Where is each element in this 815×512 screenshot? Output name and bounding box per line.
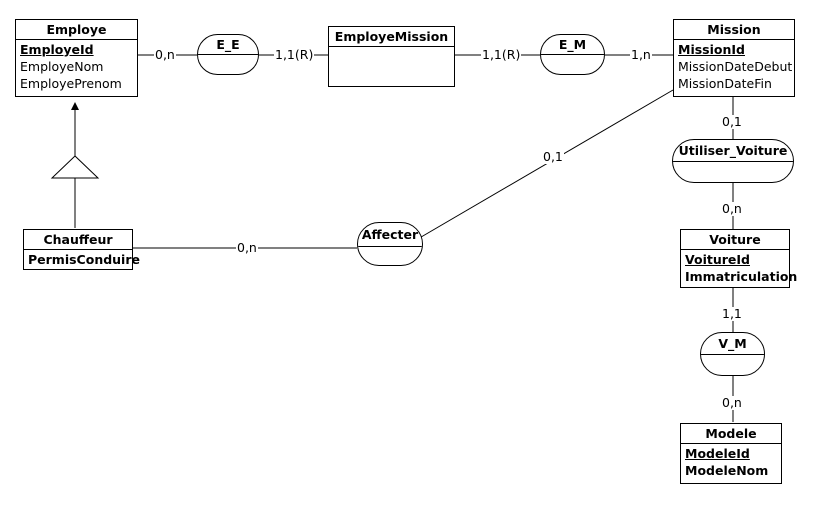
attr-employeid: EmployeId — [20, 42, 94, 57]
card-chauffeur-affecter: 0,n — [236, 240, 258, 255]
attr-missionid: MissionId — [678, 42, 745, 57]
card-v-m-modele: 0,n — [721, 395, 743, 410]
card-mission-affecter: 0,1 — [542, 149, 564, 164]
relation-e-m[interactable]: E_M — [540, 34, 605, 75]
attr-missiondatefin: MissionDateFin — [678, 76, 772, 91]
attr-modeleid: ModeleId — [685, 446, 750, 461]
attr-voitureid: VoitureId — [685, 252, 750, 267]
attr-permisconduire: PermisConduire — [28, 252, 140, 267]
relation-v-m-title: V_M — [701, 333, 764, 355]
relation-utiliser-voiture-title: Utiliser_Voiture — [673, 140, 793, 162]
attr-employenom: EmployeNom — [20, 59, 104, 74]
entity-employemission[interactable]: EmployeMission — [328, 26, 455, 87]
card-mission-utiliser: 0,1 — [721, 114, 743, 129]
card-employemission-e-m: 1,1(R) — [481, 47, 522, 62]
entity-employemission-title: EmployeMission — [329, 27, 454, 47]
entity-chauffeur-title: Chauffeur — [24, 230, 132, 250]
relation-e-e-title: E_E — [198, 35, 258, 55]
entity-voiture[interactable]: Voiture VoitureId Immatriculation — [680, 229, 798, 288]
attr-employeprenom: EmployePrenom — [20, 76, 122, 91]
entity-chauffeur[interactable]: Chauffeur PermisConduire — [23, 229, 140, 270]
attr-modelenom: ModeleNom — [685, 463, 769, 478]
relation-affecter-title: Affecter — [358, 223, 422, 247]
relation-v-m[interactable]: V_M — [700, 332, 765, 376]
relation-e-e[interactable]: E_E — [197, 34, 259, 75]
entity-employe[interactable]: Employe EmployeId EmployeNom EmployePren… — [15, 19, 138, 97]
card-employe-e-e: 0,n — [154, 47, 176, 62]
entity-mission[interactable]: Mission MissionId MissionDateDebut Missi… — [673, 19, 795, 97]
attr-immatriculation: Immatriculation — [685, 269, 798, 284]
relation-e-m-title: E_M — [541, 35, 604, 55]
attr-missiondatedebut: MissionDateDebut — [678, 59, 793, 74]
entity-voiture-title: Voiture — [681, 230, 789, 250]
entity-mission-title: Mission — [674, 20, 794, 40]
entity-employe-title: Employe — [16, 20, 137, 40]
relation-utiliser-voiture[interactable]: Utiliser_Voiture — [672, 139, 794, 183]
card-e-m-mission: 1,n — [630, 47, 652, 62]
card-utiliser-voiture: 0,n — [721, 201, 743, 216]
entity-modele[interactable]: Modele ModeleId ModeleNom — [680, 423, 782, 484]
line-mission-affecter — [415, 89, 674, 241]
card-e-e-employemission: 1,1(R) — [274, 47, 315, 62]
inheritance-triangle — [50, 155, 100, 179]
card-voiture-v-m: 1,1 — [721, 306, 743, 321]
entity-modele-title: Modele — [681, 424, 781, 444]
relation-affecter[interactable]: Affecter — [357, 222, 423, 266]
